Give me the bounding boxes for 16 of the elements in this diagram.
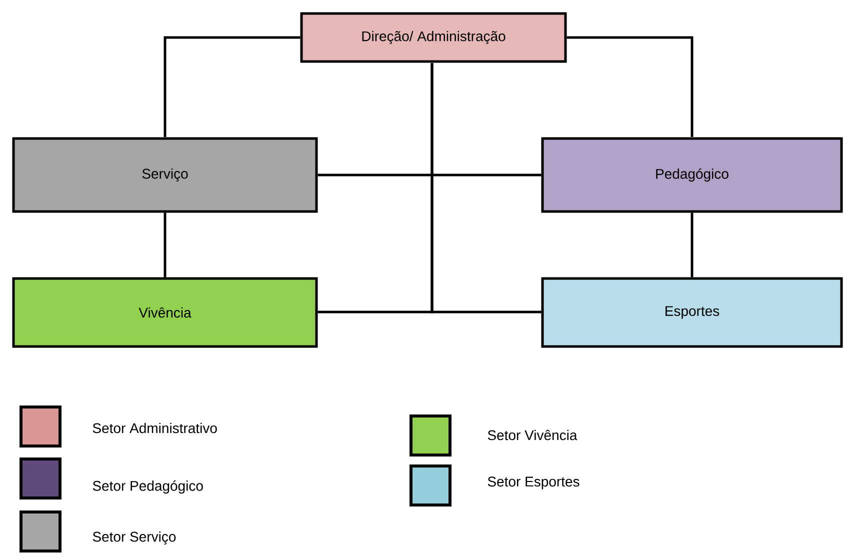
org-box: Serviço xyxy=(12,137,318,213)
legend-label: Setor Serviço xyxy=(92,531,176,545)
legend-label: Setor Esportes xyxy=(488,476,580,490)
connector-line xyxy=(164,36,300,137)
org-box: Vivência xyxy=(12,277,318,348)
connector-line xyxy=(430,63,542,314)
org-box: Esportes xyxy=(541,277,843,348)
connector-line xyxy=(318,174,542,176)
connector-line xyxy=(690,212,694,278)
connector-line xyxy=(164,212,166,278)
legend-label: Setor Vivência xyxy=(488,430,578,440)
org-box: Pedagógico xyxy=(541,137,843,213)
legend-label: Setor Pedagógico xyxy=(92,480,203,494)
org-box: Direção/ Administração xyxy=(300,12,567,63)
connector-line xyxy=(566,36,694,137)
legend-label: Setor Administrativo xyxy=(92,422,217,434)
